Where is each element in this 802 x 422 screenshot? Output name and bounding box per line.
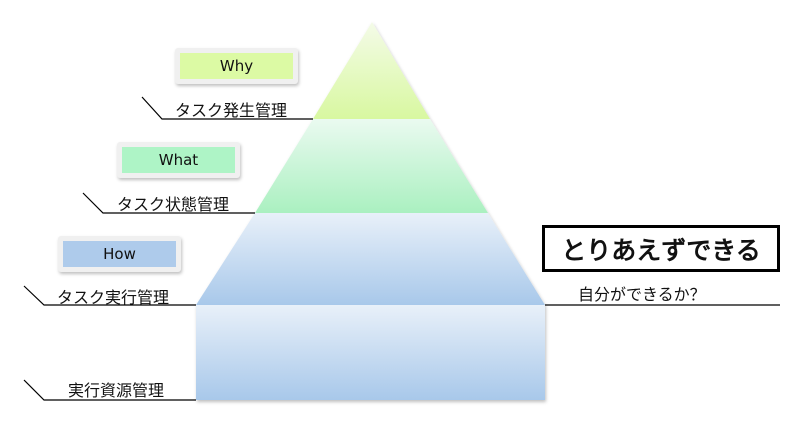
tag-what: What xyxy=(117,142,240,178)
tag-how: How xyxy=(58,236,181,272)
label-task-state: タスク状態管理 xyxy=(117,195,230,214)
tag-why: Why xyxy=(175,48,298,84)
label-resource: 実行資源管理 xyxy=(68,381,165,400)
pyramid-layer-what xyxy=(255,119,488,213)
tag-what-label: What xyxy=(122,147,235,173)
leader-line-what xyxy=(82,192,255,214)
callout-subtitle: 自分ができるか？ xyxy=(578,285,706,304)
leader-line-how xyxy=(23,285,196,306)
tag-why-label: Why xyxy=(180,53,293,79)
label-task-execution: タスク実行管理 xyxy=(57,288,170,307)
callout-title: とりあえずできる xyxy=(542,225,780,272)
leader-line-resource xyxy=(23,379,196,401)
label-task-generation: タスク発生管理 xyxy=(175,101,288,120)
base-layer xyxy=(196,305,545,400)
leader-line-why xyxy=(141,96,313,120)
pyramid-layer-how xyxy=(196,213,545,305)
pyramid-layer-why xyxy=(313,22,430,119)
tag-how-label: How xyxy=(63,241,176,267)
